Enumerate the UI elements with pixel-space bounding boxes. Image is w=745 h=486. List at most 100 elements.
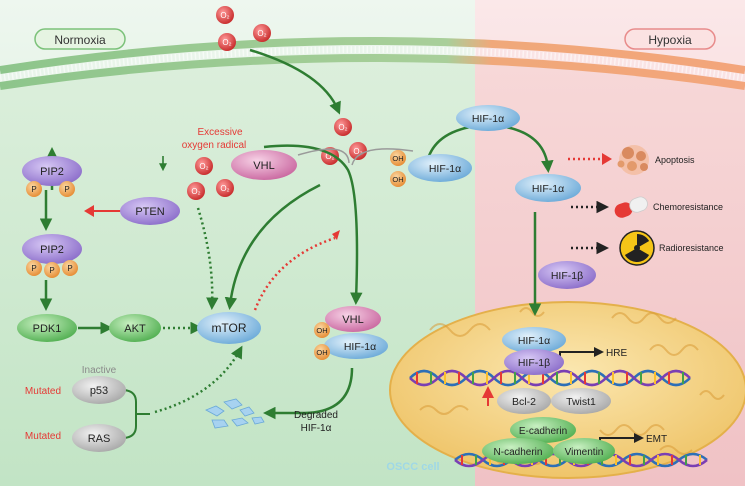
dna-hre: [409, 369, 691, 387]
arrow-to-degraded: [263, 367, 354, 420]
o2-molecules: O₂ O₂ O₂ O₂ O₂ O₂ O₂ O₂ O₂: [187, 6, 367, 200]
hif1a-hypoxia: HIF-1α: [515, 174, 581, 202]
o2-molecule: O₂: [195, 157, 213, 175]
mtor: mTOR: [197, 312, 261, 344]
apoptosis-icon: [617, 145, 649, 175]
emt-label: EMT: [646, 434, 667, 445]
pip2-top: PIP2: [22, 156, 82, 186]
hif1a-nuclear-label: HIF-1α: [518, 335, 550, 347]
phosphate-group: P P: [26, 181, 75, 197]
vhl: VHL: [231, 150, 297, 180]
inhibit-head-vhl: [332, 230, 340, 240]
o2-molecule: O₂: [349, 142, 367, 160]
cell-membrane-outer: [0, 37, 745, 74]
svg-text:O₂: O₂: [191, 187, 200, 196]
pten-label: PTEN: [135, 206, 164, 218]
twist1-label: Twist1: [566, 396, 596, 408]
akt-label: AKT: [124, 323, 146, 335]
o2-molecule: O₂: [216, 179, 234, 197]
svg-text:P: P: [49, 266, 54, 275]
ecadherin: E-cadherin: [510, 417, 576, 443]
degraded-label-line2: HIF-1α: [301, 423, 332, 434]
hif1a-hydroxylated: HIF-1α: [408, 154, 472, 182]
pip2-bottom: PIP2: [22, 234, 82, 264]
mtor-label: mTOR: [211, 321, 246, 335]
hif1b-nuclear-label: HIF-1β: [518, 357, 550, 369]
twist1: Twist1: [551, 388, 611, 414]
ras-label: RAS: [88, 433, 111, 445]
vimentin-label: Vimentin: [565, 447, 604, 458]
akt: AKT: [109, 314, 161, 342]
hre-label: HRE: [606, 348, 627, 359]
dotted-mtor-inhibit-vhl: [253, 236, 336, 311]
pip2-top-label: PIP2: [40, 166, 64, 178]
hif1a-complex-label: HIF-1α: [344, 341, 376, 353]
svg-text:O₂: O₂: [257, 29, 266, 38]
pten-inhibit-head: [84, 205, 94, 217]
pten: PTEN: [120, 197, 180, 225]
phosphate-group: P P P: [26, 260, 78, 278]
o2-molecule: O₂: [218, 33, 236, 51]
arrow-vhl-merge: [263, 144, 363, 305]
p53: p53: [72, 376, 126, 404]
svg-text:P: P: [31, 185, 36, 194]
pip2-bottom-label: PIP2: [40, 244, 64, 256]
mutated-label-ras: Mutated: [25, 431, 61, 442]
svg-text:OH: OH: [316, 348, 327, 357]
svg-text:O₂: O₂: [220, 11, 229, 20]
svg-text:O₂: O₂: [353, 147, 362, 156]
svg-text:O₂: O₂: [199, 162, 208, 171]
ras: RAS: [72, 424, 126, 452]
o2-molecule: O₂: [216, 6, 234, 24]
arrow-o2-to-mtor: [224, 183, 321, 310]
svg-text:O₂: O₂: [220, 184, 229, 193]
vimentin: Vimentin: [553, 438, 615, 464]
merge-connector-vhl: [297, 148, 350, 164]
dotted-mutants-to-mtor: [154, 345, 243, 414]
normoxia-header: Normoxia: [34, 28, 126, 50]
merge-connector-hif: [351, 148, 414, 166]
inactive-label: Inactive: [82, 365, 117, 376]
degraded-label-line1: Degraded: [294, 410, 338, 421]
hif1a-hypoxia-label: HIF-1α: [532, 183, 564, 195]
capsule-icon: [614, 196, 648, 218]
excessive-label-line2: oxygen radical: [182, 140, 246, 151]
dotted-radical-to-mtor: [196, 207, 219, 310]
apoptosis-label: Apoptosis: [655, 155, 695, 165]
excessive-label-line1: Excessive: [197, 127, 242, 138]
normoxia-label: Normoxia: [54, 33, 106, 47]
hif1a-top-label: HIF-1α: [472, 113, 504, 125]
svg-text:P: P: [67, 264, 72, 273]
vhl-label: VHL: [253, 160, 274, 172]
hif1b-cytoplasm-label: HIF-1β: [551, 270, 583, 282]
hif1a-hydroxylated-label: HIF-1α: [429, 163, 461, 175]
inhibit-head-apoptosis: [602, 153, 612, 165]
p53-label: p53: [90, 385, 108, 397]
hydroxyl-groups: OH OH: [390, 150, 406, 187]
svg-text:O₂: O₂: [222, 38, 231, 47]
chemoresistance-label: Chemoresistance: [653, 202, 723, 212]
vhl-complex-label: VHL: [342, 314, 363, 326]
svg-text:P: P: [64, 185, 69, 194]
oscc-cell-label: OSCC cell: [386, 461, 439, 473]
arrow-o2-into-cell: [249, 48, 341, 115]
pdk1: PDK1: [17, 314, 77, 342]
svg-text:OH: OH: [316, 326, 327, 335]
hif-nuclear-complex: HIF-1α HIF-1β: [502, 327, 566, 375]
bcl2-label: Bcl-2: [512, 396, 536, 408]
hypoxia-label: Hypoxia: [648, 33, 692, 47]
o2-molecule: O₂: [187, 182, 205, 200]
bcl2: Bcl-2: [497, 388, 551, 414]
radiation-icon: [619, 230, 655, 266]
arrow-hif-to-hif: [505, 125, 554, 173]
o2-molecule: O₂: [334, 118, 352, 136]
ecadherin-label: E-cadherin: [519, 426, 567, 437]
degraded-fragments: [205, 398, 265, 429]
mutated-label-p53: Mutated: [25, 386, 61, 397]
svg-text:O₂: O₂: [338, 123, 347, 132]
svg-text:OH: OH: [392, 154, 403, 163]
ncadherin: N-cadherin: [482, 438, 554, 464]
hypoxia-header: Hypoxia: [624, 28, 716, 50]
